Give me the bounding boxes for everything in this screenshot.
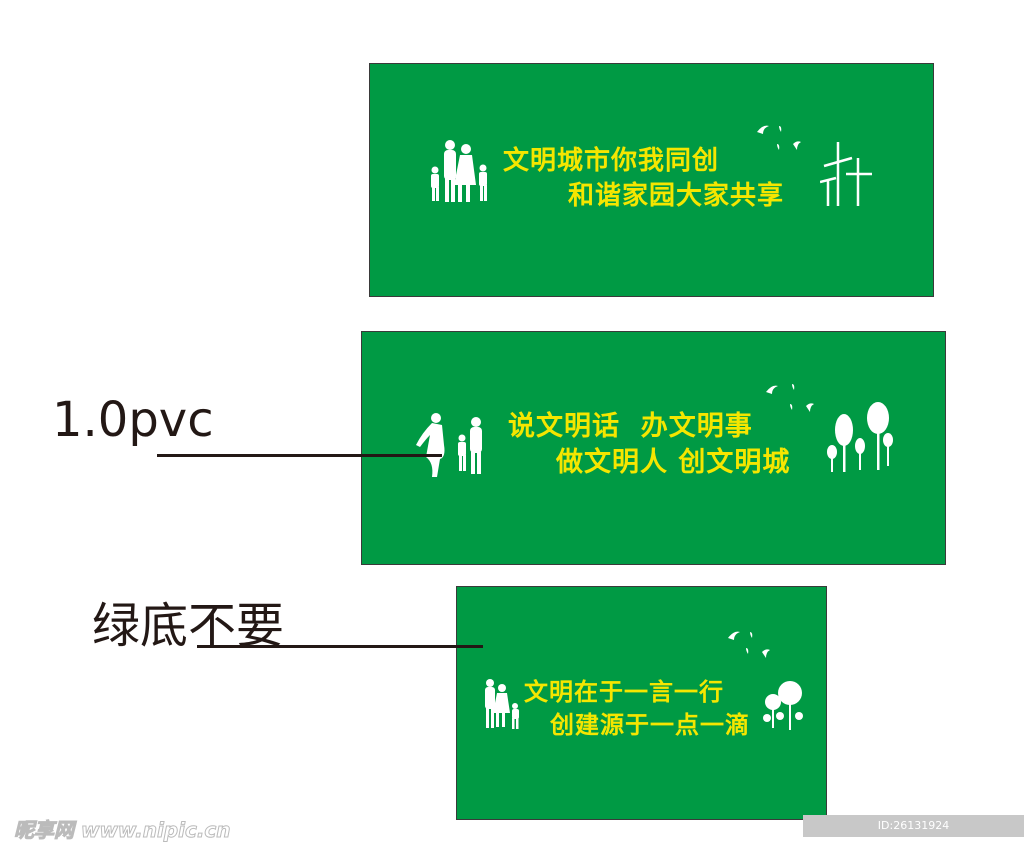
wind-turbine-icon — [820, 142, 872, 206]
trees-icon — [763, 681, 803, 730]
slogan-line-1: 说文明话 办文明事 — [508, 411, 753, 442]
note-leader-line — [197, 645, 483, 648]
slogan-line-1: 文明城市你我同创 — [503, 146, 720, 176]
slogan-line-2: 和谐家园大家共享 — [568, 181, 785, 211]
material-leader-line — [157, 454, 442, 457]
slogan-line-2: 创建源于一点一滴 — [550, 711, 750, 739]
birds-icon — [728, 631, 770, 658]
family-icon — [416, 413, 482, 477]
family-icon — [485, 679, 519, 729]
birds-icon — [766, 384, 814, 412]
watermark-id: ID:26131924 NO:20220425114638831102 — [803, 815, 1024, 854]
slogan-line-2: 做文明人 创文明城 — [556, 447, 791, 478]
slogan-line-1: 文明在于一言一行 — [524, 678, 724, 706]
birds-icon — [757, 125, 801, 150]
material-label: 1.0pvc — [52, 392, 214, 448]
note-label: 绿底不要 — [92, 598, 285, 654]
family-icon — [431, 140, 487, 202]
watermark-site: 昵享网 www.nipic.cn — [14, 818, 232, 843]
trees-icon — [827, 402, 893, 472]
